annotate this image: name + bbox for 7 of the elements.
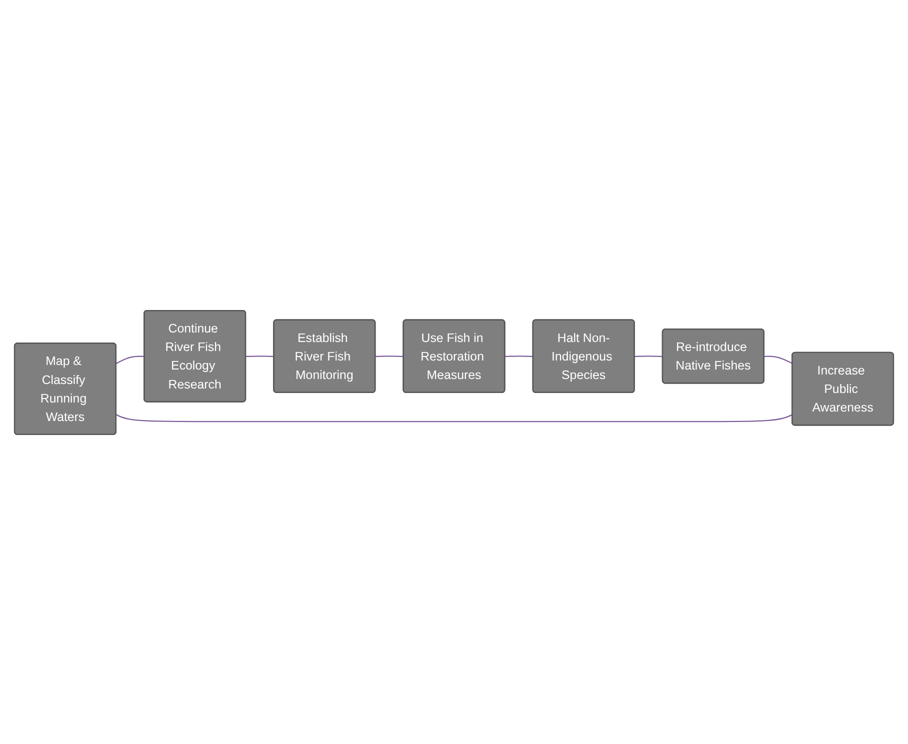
connector xyxy=(246,355,274,356)
connector xyxy=(764,355,793,364)
connector xyxy=(116,355,144,364)
connector xyxy=(504,355,534,356)
connector xyxy=(634,355,663,356)
connector xyxy=(375,355,404,356)
connector xyxy=(116,414,793,422)
